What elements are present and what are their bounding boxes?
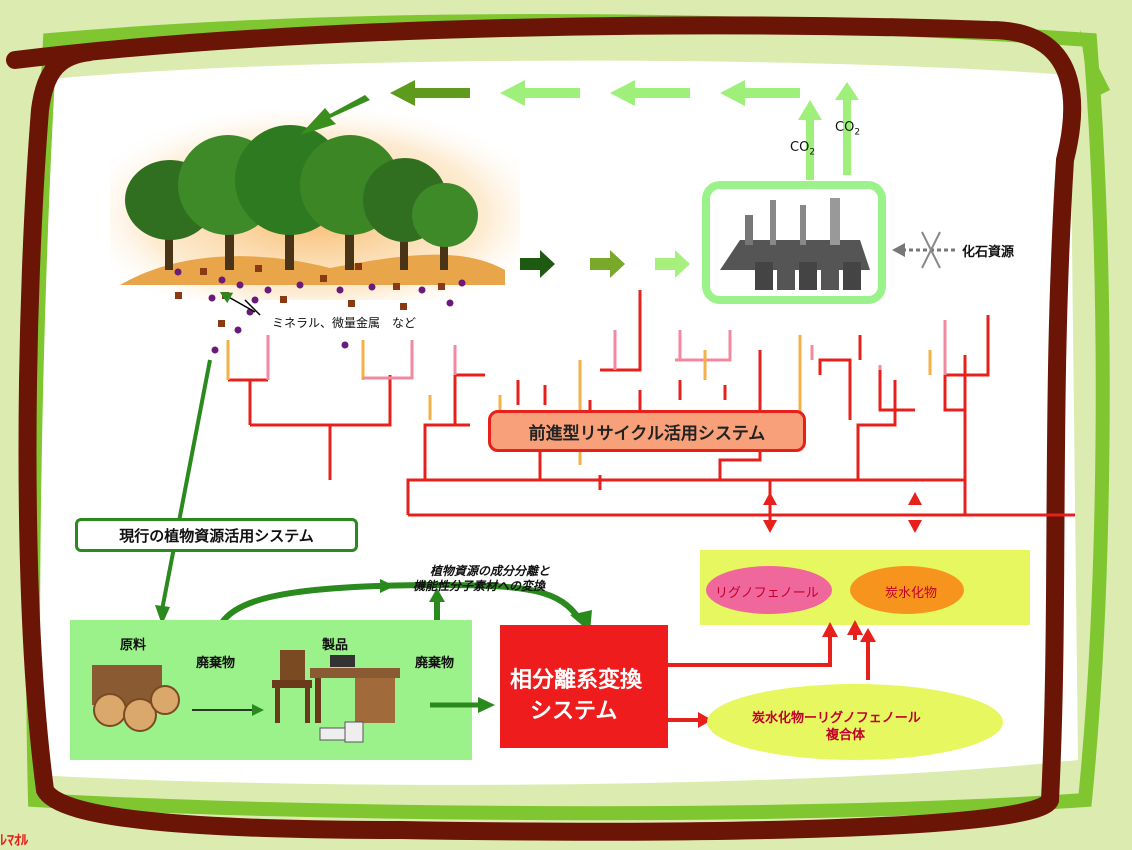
recycle-tree [228,315,1075,530]
ground [120,254,505,285]
waste-label-2: 廃棄物 [415,656,455,671]
recycle-arrow-heads [763,492,922,533]
carbohydrate-ellipse [850,566,964,614]
co2-label-b: CO2 [835,120,861,138]
composite-label-2: 複合体 [826,728,866,743]
furniture-icon [272,650,400,743]
corner-text: ﾚﾏｵﾙ [0,833,28,849]
recycle-system-label: 前進型リサイクル活用システム [488,410,806,452]
forest-to-factory-arrows [520,250,690,278]
phase-separation-label-2: システム [530,699,618,724]
current-system-label: 現行の植物資源活用システム [75,518,358,552]
fossil-resource-label: 化石資源 [962,245,1015,260]
composite-label-1: 炭水化物ーリグノフェノール [752,711,921,726]
tree-icon [125,125,478,270]
lignophenol-ellipse [706,566,832,614]
separation-label-1: 植物資源の成分分離と [430,564,551,578]
co2-arrows [798,82,859,180]
phase-separation-label-1: 相分離系変換 [510,668,643,693]
carbohydrate-label: 炭水化物 [885,586,938,601]
mineral-dots [174,263,466,354]
lignophenol-label: リグノフェノール [715,586,819,601]
separation-label-2: 機能性分子素材への変換 [413,579,546,593]
raw-material-label: 原料 [120,638,147,653]
product-label: 製品 [322,638,349,653]
waste-label-1: 廃棄物 [196,656,236,671]
mineral-label: ミネラル、微量金属 など [272,316,417,330]
top-return-arrows [300,80,800,135]
cross-icon [921,231,941,269]
co2-label-a: CO2 [790,140,816,158]
brown-frame [6,16,1082,841]
phase-separation-box [500,625,668,748]
factory-icon [720,198,870,290]
logs-icon [92,665,180,732]
composite-ellipse [707,684,1003,760]
